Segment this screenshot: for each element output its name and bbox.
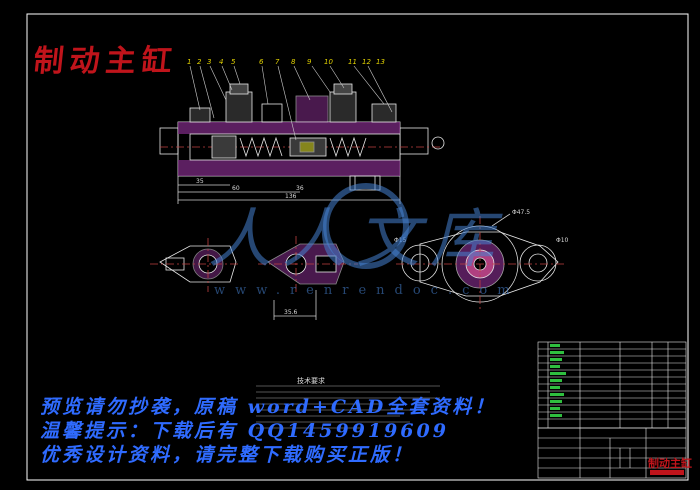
dimension-labels: 136 60 35 36 [196, 178, 304, 200]
dim-a: 60 [232, 185, 240, 192]
balloon-10: 10 [324, 58, 333, 66]
balloon-2: 2 [197, 58, 202, 66]
dim-pitch-circle: Φ47.5 [512, 209, 530, 216]
part-balloons: 1 2 3 4 5 6 7 8 9 10 11 12 13 [187, 58, 385, 66]
middle-section-view [258, 236, 358, 320]
drawing-title: 制动主缸 [31, 44, 180, 79]
dim-overall-length: 136 [285, 193, 297, 200]
watermark-url: www.renrendoc.com [214, 283, 520, 298]
title-block [537, 427, 687, 479]
balloon-4: 4 [219, 58, 223, 66]
parts-list-green-marks [550, 344, 566, 417]
title-block-red-bar [650, 470, 684, 475]
title-block-name: 制动主缸 [648, 457, 692, 470]
parts-list-table [537, 341, 687, 429]
technical-notes [256, 385, 440, 429]
balloon-9: 9 [307, 58, 312, 66]
balloon-5: 5 [231, 58, 236, 66]
flange-view [396, 213, 566, 312]
watermark-brand: 人人文库 [208, 203, 504, 277]
promo-line-1: 预览请勿抄袭，原稿 word+CAD全套资料！ [40, 396, 497, 418]
drawing-frame [26, 13, 689, 481]
balloon-11: 11 [348, 58, 357, 66]
balloon-13: 13 [376, 58, 385, 66]
dim-c: 36 [296, 185, 304, 192]
promo-line-2: 温馨提示：下载后有 QQ1459919609 [40, 420, 449, 442]
balloon-1: 1 [187, 58, 191, 66]
balloon-8: 8 [291, 58, 296, 66]
left-end-view [150, 238, 240, 292]
watermark-circle [323, 183, 409, 269]
balloon-7: 7 [275, 58, 280, 66]
dim-dia-right: Φ10 [556, 237, 569, 244]
dim-b: 35 [196, 178, 204, 185]
dim-left-view-width: 35.6 [284, 309, 298, 316]
balloon-12: 12 [362, 58, 371, 66]
main-section-view [159, 65, 445, 204]
balloon-3: 3 [207, 58, 211, 66]
balloon-6: 6 [259, 58, 264, 66]
notes-title: 技术要求 [297, 377, 325, 385]
promo-line-3: 优秀设计资料，请完整下载购买正版！ [40, 444, 415, 466]
